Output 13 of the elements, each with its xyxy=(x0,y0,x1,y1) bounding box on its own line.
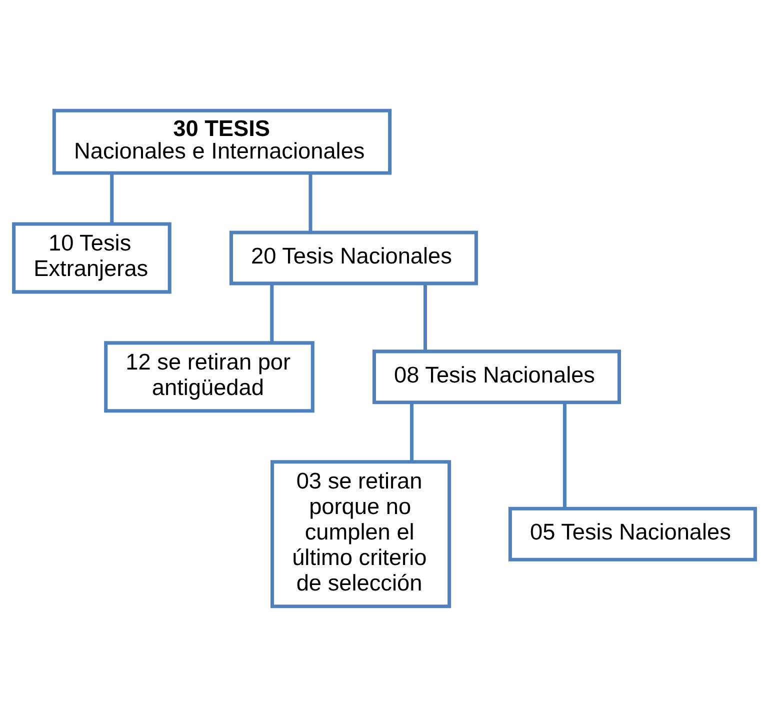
node-box: 05 Tesis Nacionales xyxy=(508,506,757,562)
node-box: 30 TESIS Nacionales e Internacionales xyxy=(52,108,392,175)
connector xyxy=(308,174,312,232)
connector xyxy=(270,284,274,343)
connector xyxy=(410,402,414,462)
connector xyxy=(423,284,427,352)
node-box: 03 se retiran porque no cumplen el último criterio de selección xyxy=(270,460,452,608)
node-box: 08 Tesis Nacionales xyxy=(372,350,621,404)
node-box: 12 se retiran por antigüedad xyxy=(104,341,314,413)
node-box: 10 Tesis Extranjeras xyxy=(12,222,172,294)
connector xyxy=(562,402,566,508)
node-box: 20 Tesis Nacionales xyxy=(229,230,478,286)
connector xyxy=(110,174,114,224)
